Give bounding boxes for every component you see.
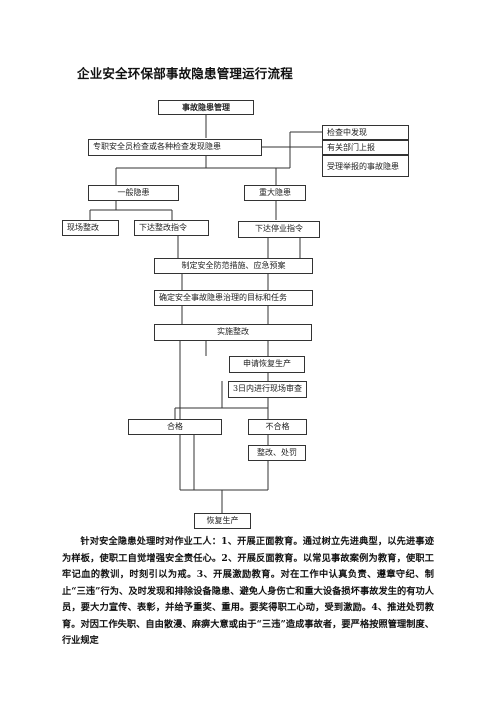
page-title: 企业安全环保部事故隐患管理运行流程	[77, 66, 293, 81]
flow-node-major: 重大隐患	[244, 185, 306, 201]
flow-node-resume: 恢复生产	[194, 513, 251, 529]
body-paragraph: 针对安全隐患处理时对作业工人：1、开展正面教育。通过树立先进典型，以先进事迹为样…	[62, 536, 434, 646]
flow-node-rectify-punish: 整改、处罚	[248, 445, 306, 461]
flow-node-issue-stop-order: 下达停业指令	[238, 221, 320, 238]
flow-node-issue-fix-order: 下达整改指令	[134, 220, 209, 236]
flow-node-apply-resume: 申请恢复生产	[229, 356, 305, 373]
flow-node-source-main: 专职安全员检查或各种检查发现隐患	[88, 139, 262, 156]
flow-node-implement: 实施整改	[154, 324, 312, 341]
flow-node-make-measures: 制定安全防范措施、应急预案	[154, 258, 313, 274]
flow-node-fail: 不合格	[248, 419, 307, 435]
flow-node-top: 事故隐患管理	[158, 100, 254, 115]
flow-node-review: 3日内进行现场审查	[228, 381, 307, 398]
flow-node-source-check: 检查中发现	[322, 125, 409, 140]
flow-node-source-report: 受理举报的事故隐患	[322, 155, 409, 177]
flow-node-set-goals: 确定安全事故隐患治理的目标和任务	[154, 290, 313, 306]
flow-node-pass: 合格	[128, 419, 222, 435]
flow-node-source-dept: 有关部门上报	[322, 140, 409, 155]
body-paragraph-container: 针对安全隐患处理时对作业工人：1、开展正面教育。通过树立先进典型，以先进事迹为样…	[62, 534, 434, 650]
flow-node-general: 一般隐患	[88, 185, 179, 201]
flow-node-onsite-fix: 现场整改	[62, 220, 119, 236]
